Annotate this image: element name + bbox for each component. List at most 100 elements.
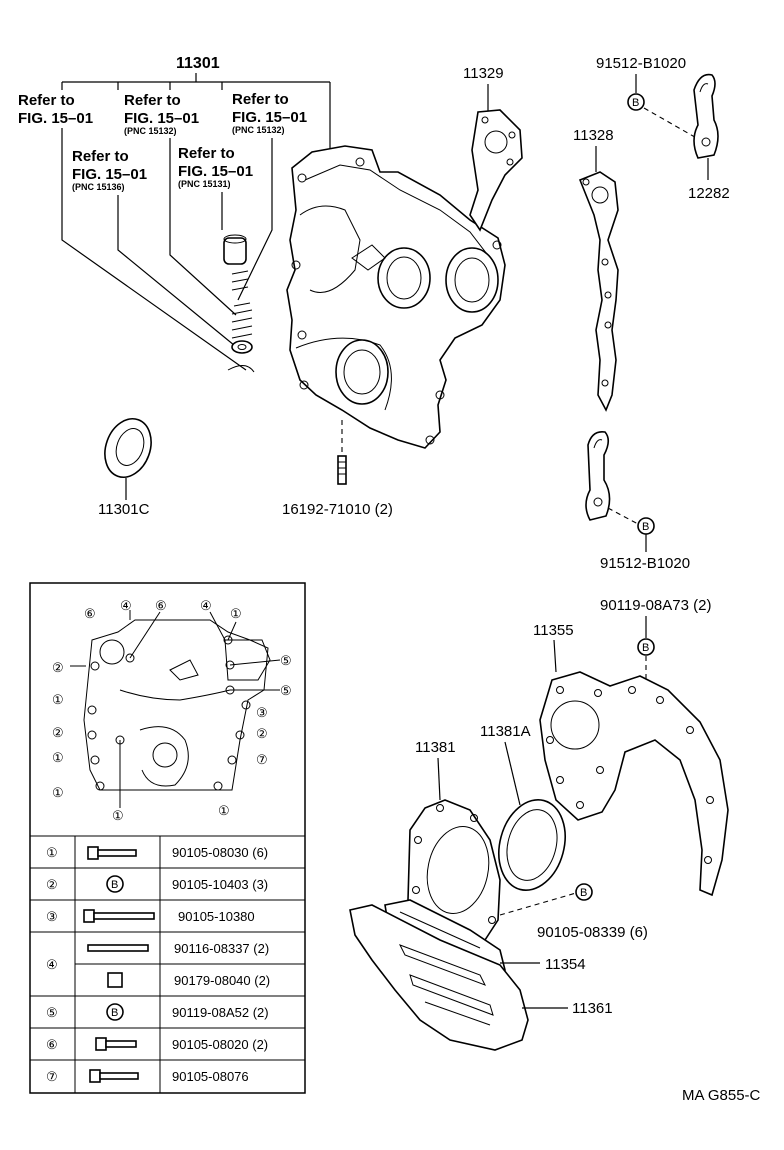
svg-text:④: ④ xyxy=(200,598,212,613)
svg-text:Refer to: Refer to xyxy=(232,91,289,108)
svg-text:②: ② xyxy=(256,726,268,741)
svg-text:FIG. 15–01: FIG. 15–01 xyxy=(124,110,199,127)
callout-16192: 16192-71010 (2) xyxy=(282,501,393,518)
svg-text:90105-10403 (3): 90105-10403 (3) xyxy=(172,877,268,892)
svg-text:FIG. 15–01: FIG. 15–01 xyxy=(18,110,93,127)
callout-12282: 12282 xyxy=(688,185,730,202)
svg-text:①: ① xyxy=(218,803,230,818)
ref-label-3: Refer to FIG. 15–01 (PNC 15132) xyxy=(124,92,199,136)
gasket-11329 xyxy=(469,109,523,232)
svg-text:FIG. 15–01: FIG. 15–01 xyxy=(178,163,253,180)
svg-text:⑥: ⑥ xyxy=(46,1037,58,1052)
svg-text:B: B xyxy=(642,521,649,533)
svg-text:①: ① xyxy=(52,692,64,707)
svg-text:⑤: ⑤ xyxy=(46,1005,58,1020)
svg-text:B: B xyxy=(111,879,118,891)
svg-text:③: ③ xyxy=(46,909,58,924)
bolt-marker-retainer: B xyxy=(575,883,593,901)
svg-text:②: ② xyxy=(52,660,64,675)
oil-seal-11301C xyxy=(104,418,152,500)
stud-16192 xyxy=(337,455,347,485)
oil-pump-relief-parts xyxy=(223,234,255,373)
ref-label-1: Refer to FIG. 15–01 xyxy=(18,92,93,127)
svg-text:④: ④ xyxy=(46,957,58,972)
bolt-marker-plate: B xyxy=(637,638,655,656)
svg-text:②: ② xyxy=(52,725,64,740)
oil-seal-11381A xyxy=(498,799,566,891)
svg-text:90105-08030 (6): 90105-08030 (6) xyxy=(172,845,268,860)
bolt-marker-lower-hanger: B xyxy=(637,517,655,535)
callout-11329: 11329 xyxy=(463,65,504,82)
oil-seal-retainer-11381 xyxy=(407,799,501,941)
figure-code: MA G855-C xyxy=(682,1087,761,1104)
callout-11301: 11301 xyxy=(176,55,220,72)
svg-text:②: ② xyxy=(46,877,58,892)
svg-text:B: B xyxy=(642,642,649,654)
svg-text:90105-08076: 90105-08076 xyxy=(172,1069,249,1084)
ref-label-5: Refer to FIG. 15–01 (PNC 15132) xyxy=(232,91,307,135)
svg-text:B: B xyxy=(580,887,587,899)
svg-text:⑤: ⑤ xyxy=(280,683,292,698)
svg-text:(PNC 15132): (PNC 15132) xyxy=(232,125,285,135)
callout-11355: 11355 xyxy=(533,622,574,639)
svg-text:Refer to: Refer to xyxy=(72,148,129,165)
bolt-short-icon xyxy=(95,1037,137,1051)
svg-text:⑦: ⑦ xyxy=(256,752,268,767)
svg-text:Refer to: Refer to xyxy=(18,92,75,109)
bolt-medium-icon xyxy=(89,1069,139,1083)
svg-text:90105-10380: 90105-10380 xyxy=(178,909,255,924)
callout-90105-08339: 90105-08339 (6) xyxy=(537,924,648,941)
ref-label-2: Refer to FIG. 15–01 (PNC 15136) xyxy=(72,148,147,192)
svg-text:⑥: ⑥ xyxy=(155,598,167,613)
svg-text:①: ① xyxy=(52,750,64,765)
ref-leader-lines xyxy=(61,128,273,371)
callout-11381A: 11381A xyxy=(480,723,531,740)
svg-text:(PNC 15136): (PNC 15136) xyxy=(72,182,125,192)
rear-plate-11355 xyxy=(539,671,729,897)
svg-text:90105-08020 (2): 90105-08020 (2) xyxy=(172,1037,268,1052)
svg-text:⑥: ⑥ xyxy=(84,606,96,621)
nut-icon xyxy=(107,972,123,988)
svg-text:90179-08040 (2): 90179-08040 (2) xyxy=(174,973,270,988)
svg-text:90119-08A52 (2): 90119-08A52 (2) xyxy=(172,1005,269,1020)
callout-11301-bracket: 11301 xyxy=(61,55,331,150)
svg-text:①: ① xyxy=(52,785,64,800)
svg-text:FIG. 15–01: FIG. 15–01 xyxy=(72,166,147,183)
svg-text:B: B xyxy=(111,1007,118,1019)
svg-text:(PNC 15132): (PNC 15132) xyxy=(124,126,177,136)
callout-90119-08A73: 90119-08A73 (2) xyxy=(600,597,711,614)
bolt-marker-top: B xyxy=(627,93,645,111)
svg-text:90116-08337 (2): 90116-08337 (2) xyxy=(174,941,269,956)
svg-text:FIG. 15–01: FIG. 15–01 xyxy=(232,109,307,126)
callout-11361: 11361 xyxy=(572,1000,613,1017)
callout-11301C: 11301C xyxy=(98,501,150,518)
bolt-flange-icon xyxy=(87,846,137,860)
svg-text:①: ① xyxy=(112,808,124,823)
svg-text:①: ① xyxy=(230,606,242,621)
callout-11328: 11328 xyxy=(573,127,614,144)
svg-text:①: ① xyxy=(46,845,58,860)
svg-text:Refer to: Refer to xyxy=(178,145,235,162)
ref-label-4: Refer to FIG. 15–01 (PNC 15131) xyxy=(178,145,253,189)
svg-text:B: B xyxy=(632,97,639,109)
svg-text:⑤: ⑤ xyxy=(280,653,292,668)
svg-text:(PNC 15131): (PNC 15131) xyxy=(178,179,231,189)
b-marker-icon-2: B xyxy=(106,1003,124,1021)
gasket-11328 xyxy=(578,171,619,412)
bolt-long-icon xyxy=(83,909,155,923)
stud-icon xyxy=(87,944,149,952)
engine-hanger-12282 xyxy=(693,73,719,159)
bolt-location-inset: ⑥ ④ ⑥ ④ ① ② ⑤ ⑤ ① ③ ② ② ① ⑦ ① ① ① ① ② ③ … xyxy=(29,582,306,1094)
svg-text:Refer to: Refer to xyxy=(124,92,181,109)
flywheel-housing-cover-11361 xyxy=(349,904,529,1051)
svg-text:④: ④ xyxy=(120,598,132,613)
callout-11354: 11354 xyxy=(545,956,586,973)
timing-cover-11301 xyxy=(286,145,506,449)
callout-11381: 11381 xyxy=(415,739,456,756)
callout-91512-bottom: 91512-B1020 xyxy=(600,555,690,572)
callout-91512-top: 91512-B1020 xyxy=(596,55,686,72)
svg-text:⑦: ⑦ xyxy=(46,1069,58,1084)
engine-hanger-lower xyxy=(585,430,611,521)
b-marker-icon: B xyxy=(106,875,124,893)
svg-text:③: ③ xyxy=(256,705,268,720)
